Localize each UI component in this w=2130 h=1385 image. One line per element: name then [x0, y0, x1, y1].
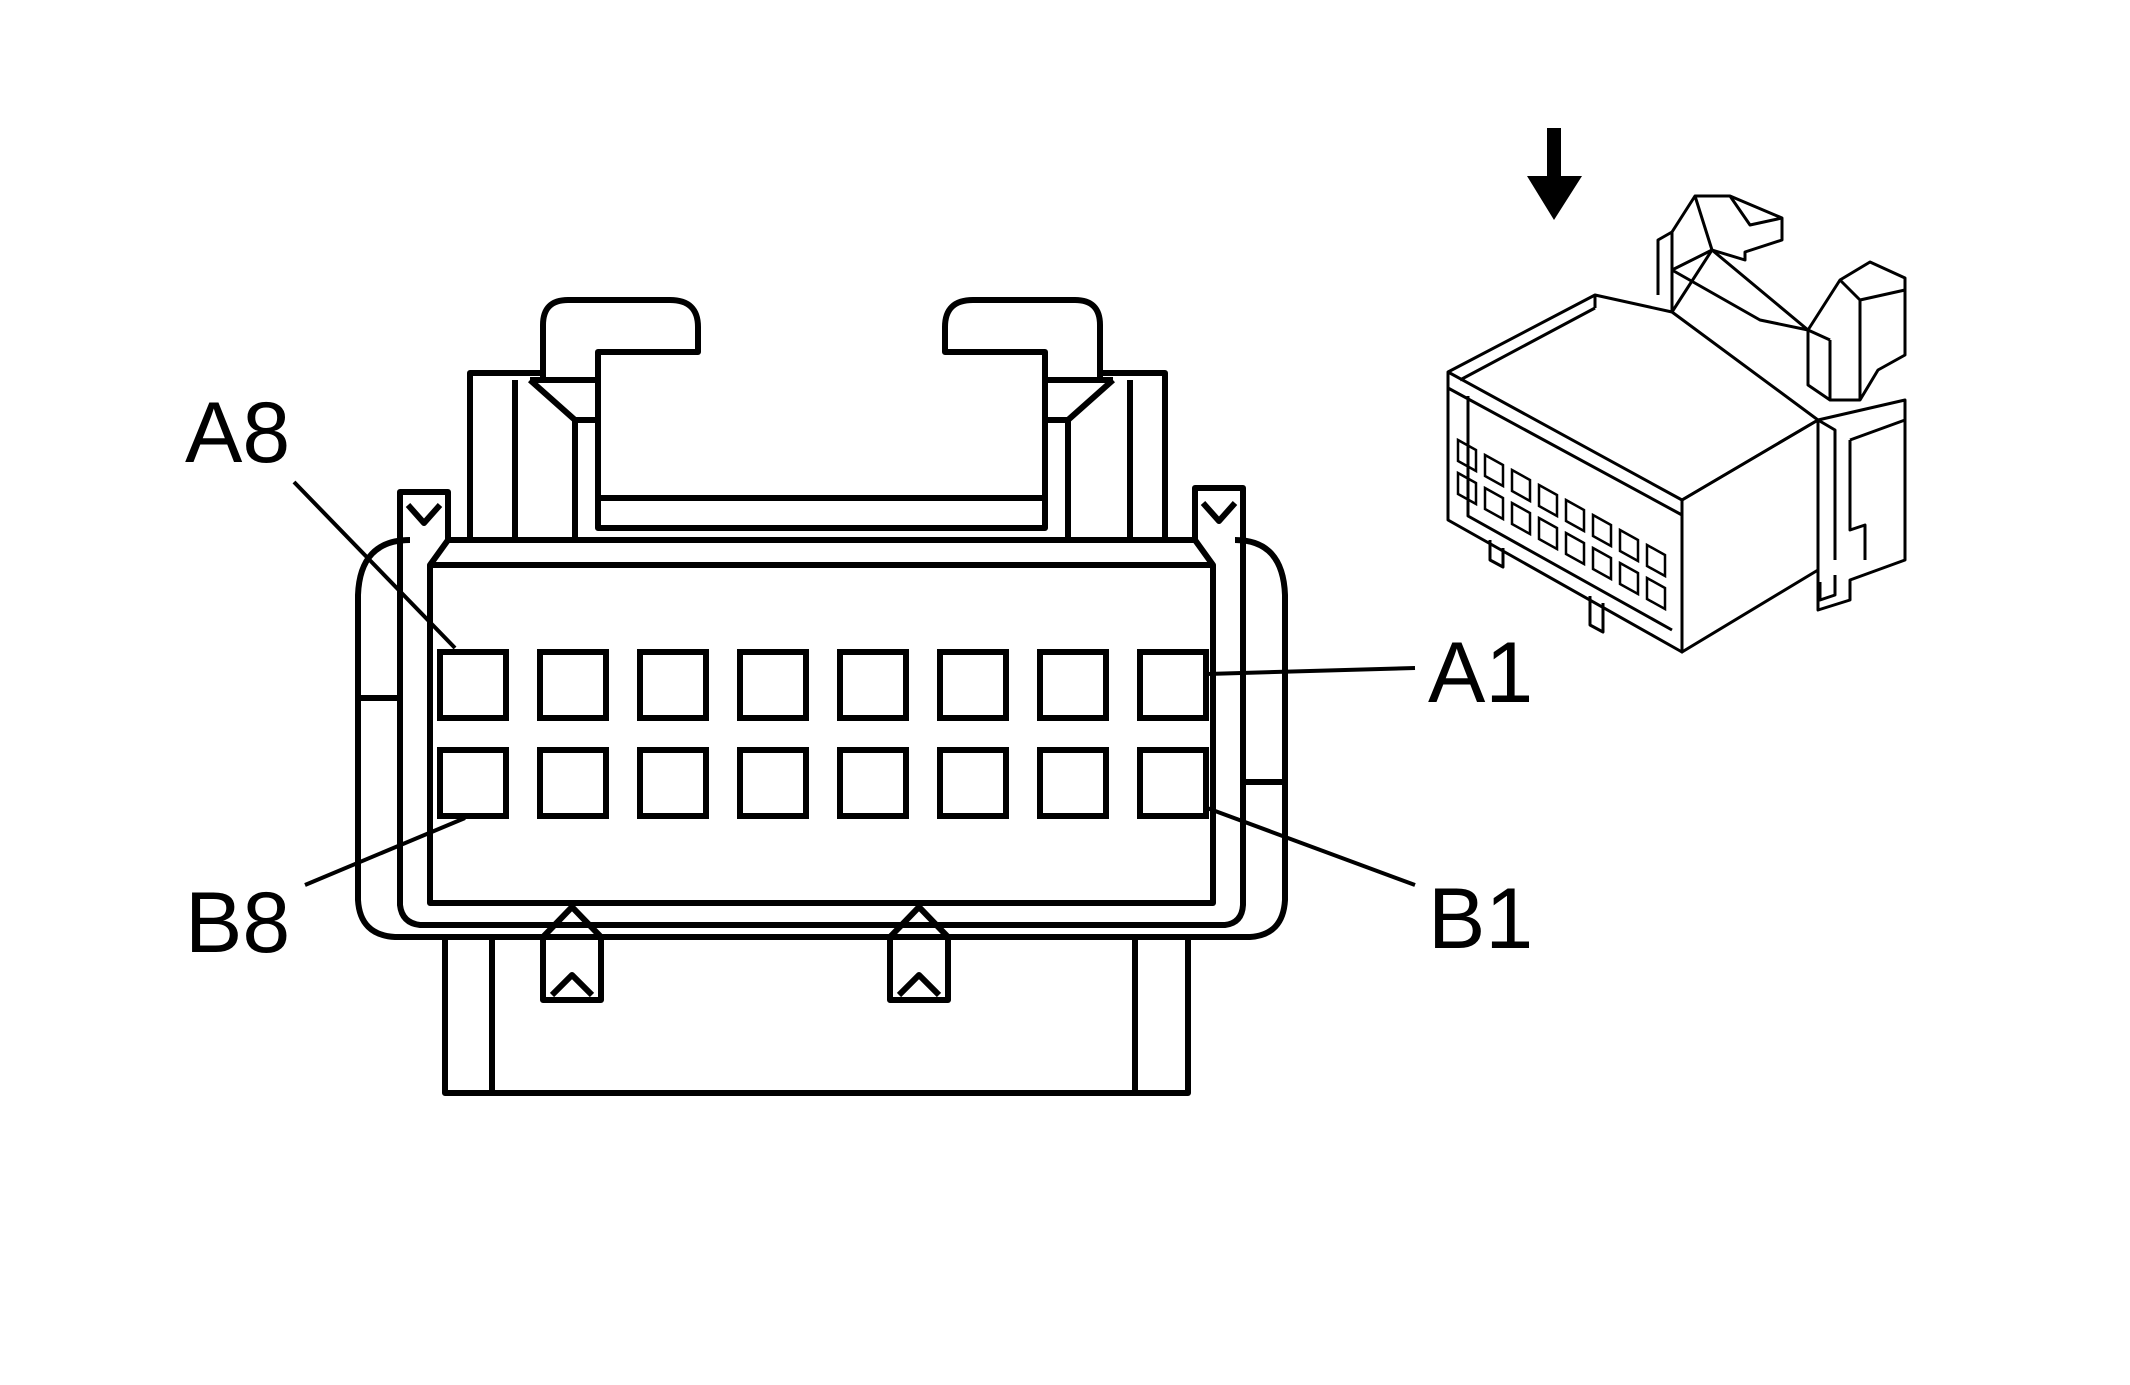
- leader-line-b8: [304, 816, 466, 887]
- iso-latch-bridge: [1670, 248, 1810, 360]
- pin-cavity-a6: [637, 649, 709, 721]
- iso-pin-cavity-a6: [1510, 467, 1532, 504]
- leader-line-a1: [1206, 666, 1416, 676]
- label-b1: B1: [1428, 871, 1533, 967]
- pin-cavity-a3: [937, 649, 1009, 721]
- iso-pin-cavity-a2: [1618, 527, 1640, 564]
- pin-cavity-grid: [437, 649, 1209, 819]
- iso-pin-cavity-a5: [1537, 482, 1559, 519]
- iso-pin-cavity-a8: [1456, 437, 1478, 474]
- pin-cavity-b5: [737, 747, 809, 819]
- iso-pin-cavity-b4: [1564, 530, 1586, 567]
- iso-pin-cavity-a7: [1483, 452, 1505, 489]
- iso-latch-back: [1806, 260, 1907, 402]
- right-latch-hook: [942, 297, 1103, 498]
- iso-right-face: [1680, 398, 1907, 654]
- right-latch-tower: [1045, 370, 1168, 538]
- housing-face: [427, 537, 1216, 906]
- left-latch-tower: [467, 370, 598, 538]
- iso-pin-cavity-a4: [1564, 497, 1586, 534]
- iso-pin-cavity-b1: [1645, 575, 1667, 612]
- iso-pin-cavity-a3: [1591, 512, 1613, 549]
- iso-right-step: [1817, 418, 1906, 560]
- iso-pin-cavity-b7: [1483, 485, 1505, 522]
- lower-body: [442, 937, 1191, 1096]
- iso-pin-cavity-a1: [1645, 542, 1667, 579]
- pin-cavity-a8: [437, 649, 509, 721]
- left-corner-key: [397, 489, 451, 540]
- pin-cavity-b2: [1037, 747, 1109, 819]
- iso-pin-cavity-b2: [1618, 560, 1640, 597]
- pin-cavity-b3: [937, 747, 1009, 819]
- pin-cavity-b8: [437, 747, 509, 819]
- left-polarization-key: [540, 904, 604, 1003]
- right-corner-key: [1192, 485, 1246, 540]
- pin-cavity-a1: [1137, 649, 1209, 721]
- connector-front-view: [355, 297, 1288, 1096]
- iso-pin-cavity-b3: [1591, 545, 1613, 582]
- pin-cavity-a4: [837, 649, 909, 721]
- inner-shroud: [397, 540, 1246, 928]
- pin-cavity-b7: [537, 747, 609, 819]
- arrow-down-icon: [1527, 128, 1582, 220]
- label-b8: B8: [185, 875, 290, 971]
- iso-pin-cavity-b5: [1537, 515, 1559, 552]
- iso-latch-back-detail: [1807, 278, 1906, 400]
- label-a1: A1: [1428, 625, 1533, 721]
- left-latch-hook: [540, 297, 701, 498]
- pin-cavity-a2: [1037, 649, 1109, 721]
- label-a8: A8: [185, 385, 290, 481]
- right-polarization-key: [887, 904, 951, 1003]
- iso-pin-cavity-grid: [1456, 437, 1667, 612]
- leader-lines: [292, 480, 1416, 887]
- outer-shroud: [355, 537, 1288, 940]
- leader-line-b1: [1206, 806, 1416, 887]
- latch-crossbar: [595, 495, 1048, 531]
- iso-top-ridge: [1447, 295, 1683, 502]
- iso-pin-cavity-b6: [1510, 500, 1532, 537]
- connector-isometric-view: [1446, 128, 1907, 654]
- pin-cavity-a7: [537, 649, 609, 721]
- iso-front-face-border: [1466, 396, 1673, 632]
- pin-cavity-b1: [1137, 747, 1209, 819]
- pin-cavity-b4: [837, 747, 909, 819]
- leader-line-a8: [292, 480, 457, 650]
- pin-cavity-b6: [637, 747, 709, 819]
- pin-cavity-a5: [737, 649, 809, 721]
- iso-pin-cavity-b8: [1456, 470, 1478, 507]
- iso-bottom-pins: [1488, 540, 1837, 634]
